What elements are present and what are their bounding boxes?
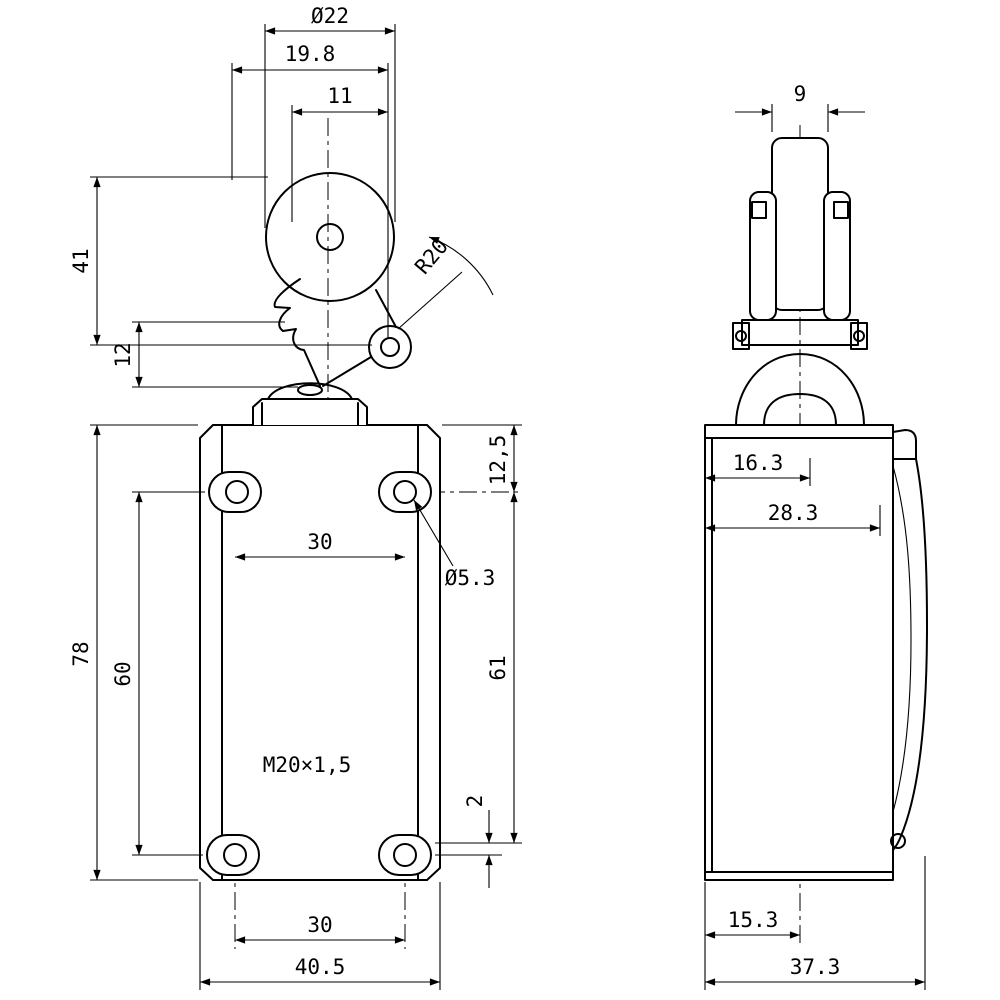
dim-hole-diameter: Ø5.3 (413, 499, 496, 590)
roller-hub-hole (316, 223, 344, 251)
lever-arm-profile (273, 278, 321, 387)
dim-label-r20: R20 (410, 234, 453, 278)
switch-body-side-outline (704, 424, 894, 881)
lever-pivot-hole (380, 337, 400, 357)
lever-swing-line (397, 271, 463, 330)
dim-label-roller-diameter: Ø22 (311, 4, 349, 28)
dim-30-bottom: 30 (235, 913, 405, 944)
hinge-ear-right (850, 322, 868, 350)
dim-label-12: 12 (111, 342, 135, 367)
dim-label-37-3: 37.3 (790, 955, 841, 979)
dim-label-40-5: 40.5 (295, 955, 346, 979)
dim-label-61: 61 (486, 655, 510, 680)
dim-label-hole-diameter: Ø5.3 (445, 566, 496, 590)
hinge-ear-left (732, 322, 750, 350)
dim-roller-diameter: Ø22 (264, 4, 396, 228)
pivot-pin-right (833, 201, 849, 219)
lever-pivot-boss (368, 325, 412, 369)
thread-label: M20×1,5 (263, 753, 352, 777)
dim-28-3: 28.3 (705, 501, 881, 536)
clevis-plate-right (823, 191, 851, 321)
dim-label-30-bottom: 30 (307, 913, 332, 937)
roller-bracket-side (732, 137, 868, 426)
dim-r20: R20 (410, 234, 494, 296)
roller-side (771, 137, 829, 311)
mounting-hole-bottom-right (378, 834, 432, 876)
dim-40-5: 40.5 (199, 882, 441, 990)
dim-2: 2 (435, 795, 502, 888)
side-view: 9 16.3 28.3 15.3 37.3 (704, 82, 928, 990)
dim-label-15-3: 15.3 (728, 908, 779, 932)
dim-label-12-5: 12,5 (486, 435, 510, 486)
mounting-hole-bottom-left (206, 834, 260, 876)
dim-16-3: 16.3 (705, 451, 811, 486)
dim-label-2: 2 (463, 795, 487, 808)
front-view: R20 Ø22 19.8 11 41 1 (69, 4, 522, 990)
dim-11: 11 (291, 84, 388, 222)
dim-label-60: 60 (111, 661, 135, 686)
dim-15-3: 15.3 (704, 882, 800, 990)
dim-12: 12 (111, 321, 298, 388)
lever-arm-right-edge (375, 289, 397, 328)
dim-label-19-8: 19.8 (285, 42, 336, 66)
dim-30-top: 30 (235, 530, 405, 561)
roller-lever (265, 172, 463, 387)
switch-body-front-outline (199, 424, 441, 881)
cover-profile (890, 429, 928, 851)
dim-label-11: 11 (327, 84, 352, 108)
dim-label-30-top: 30 (307, 530, 332, 554)
hinge-band (741, 319, 859, 346)
dim-78: 78 (69, 424, 198, 881)
mounting-hole-top-right (378, 471, 432, 513)
dim-12-5: 12,5 (442, 424, 522, 492)
roller-circle (265, 172, 395, 302)
dim-label-78: 78 (69, 641, 93, 666)
ear-screw-right (853, 330, 865, 342)
mounting-hole-top-left (208, 471, 262, 513)
boot-inner (763, 393, 837, 426)
ear-screw-left (735, 330, 747, 342)
dim-label-41: 41 (69, 248, 93, 273)
dim-41: 41 (69, 176, 372, 346)
lever-arm-bottom-edge (322, 356, 372, 387)
dim-label-9: 9 (794, 82, 807, 106)
dim-19-8: 19.8 (231, 42, 389, 338)
dim-label-16-3: 16.3 (733, 451, 784, 475)
clevis-plate-left (749, 191, 777, 321)
plunger-head (252, 382, 368, 426)
pivot-pin-left (751, 201, 767, 219)
dim-61: 61 (435, 492, 522, 844)
dim-37-3: 37.3 (705, 856, 926, 990)
boot-outer (735, 353, 865, 426)
dim-60: 60 (111, 491, 205, 856)
dim-label-28-3: 28.3 (768, 501, 819, 525)
dim-9: 9 (735, 82, 865, 132)
